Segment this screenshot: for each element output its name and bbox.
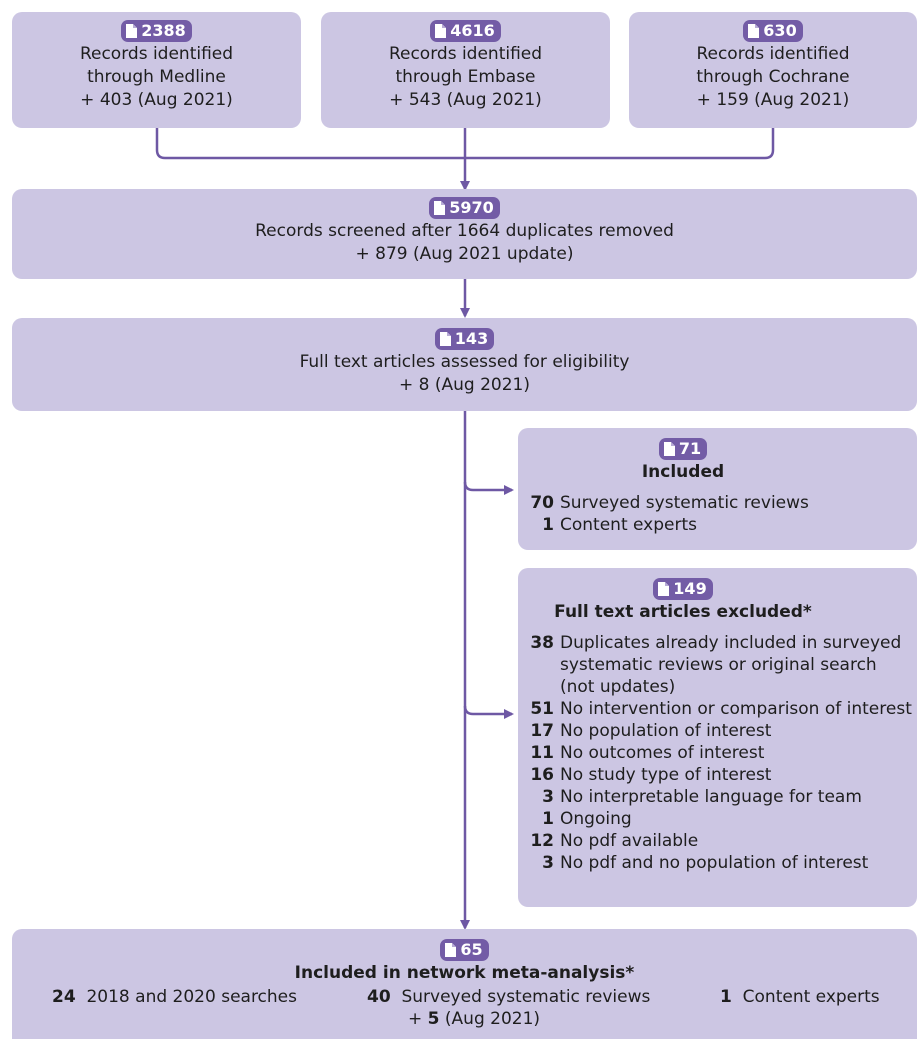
document-icon (658, 582, 670, 596)
excluded-item-label: (not updates) (560, 677, 676, 697)
fulltext-box: 143 Full text articles assessed for elig… (12, 318, 917, 411)
nma-col-label: Content experts (742, 987, 880, 1007)
document-icon (439, 332, 451, 346)
nma-col-count: 1 (720, 987, 732, 1007)
excluded-item-count: 1 (542, 809, 554, 829)
update-count: 5 (427, 1009, 440, 1029)
document-icon (663, 442, 675, 456)
included-badge: 71 (658, 438, 708, 460)
screened-box: 5970 Records screened after 1664 duplica… (12, 189, 917, 279)
source-line-2: through Medline (87, 67, 226, 87)
excluded-item-count: 17 (530, 721, 554, 741)
excluded-item-label: No pdf available (560, 831, 699, 851)
excluded-item-label: No interpretable language for team (560, 787, 862, 807)
excluded-item-count: 3 (542, 787, 554, 807)
records-count: 630 (763, 21, 797, 40)
source-line-2: through Cochrane (696, 67, 850, 87)
fulltext-badge: 143 (434, 328, 495, 350)
excluded-count: 149 (673, 579, 707, 598)
nma-box: 65 Included in network meta-analysis* 24… (12, 929, 917, 1039)
document-icon (445, 943, 457, 957)
records-badge: 4616 (430, 20, 501, 42)
records-badge: 630 (743, 20, 803, 42)
excluded-item-label: No study type of interest (560, 765, 772, 785)
included-item-count: 1 (542, 515, 554, 535)
excluded-item-label: No population of interest (560, 721, 772, 741)
nma-title: Included in network meta-analysis* (294, 963, 635, 983)
document-icon (435, 24, 447, 38)
fulltext-update: + 8 (Aug 2021) (399, 375, 530, 395)
excluded-box: 149 Full text articles excluded* 38 Dupli… (518, 568, 917, 907)
screened-update: + 879 (Aug 2021 update) (355, 244, 574, 264)
excluded-item-label: systematic reviews or original search (560, 655, 877, 675)
source-update: + 403 (Aug 2021) (80, 90, 233, 110)
screened-count: 5970 (449, 198, 494, 217)
source-box-cochrane: 630 Records identified through Cochrane … (629, 12, 917, 128)
document-icon (126, 24, 138, 38)
document-icon (748, 24, 760, 38)
source-line-2: through Embase (395, 67, 536, 87)
nma-col-label: 2018 and 2020 searches (86, 987, 297, 1007)
nma-col-count: 24 (52, 987, 76, 1007)
source-update: + 159 (Aug 2021) (696, 90, 850, 110)
excluded-item-label: No intervention or comparison of interes… (560, 699, 912, 719)
records-count: 4616 (450, 21, 495, 40)
source-line-1: Records identified (388, 44, 543, 64)
nma-col-reviews-update: + 5 (Aug 2021) (408, 1008, 540, 1030)
source-line-1: Records identified (79, 44, 234, 64)
source-update: + 543 (Aug 2021) (389, 90, 542, 110)
screened-badge: 5970 (429, 197, 500, 219)
nma-col-experts: 1 Content experts (720, 986, 880, 1008)
nma-col-searches: 24 2018 and 2020 searches (52, 986, 297, 1008)
excluded-item-label: No pdf and no population of interest (560, 853, 869, 873)
included-item-label: Surveyed systematic reviews (560, 493, 809, 513)
included-box: 71 Included 70 Surveyed systematic review… (518, 428, 917, 550)
excluded-badge: 149 (653, 578, 713, 600)
records-count: 2388 (141, 21, 186, 40)
excluded-item-count: 38 (530, 633, 554, 653)
included-item-count: 70 (530, 493, 554, 513)
excluded-item-count: 51 (530, 699, 554, 719)
document-icon (434, 201, 446, 215)
excluded-item-label: Duplicates already included in surveyed (560, 633, 902, 653)
source-box-embase: 4616 Records identified through Embase +… (321, 12, 610, 128)
excluded-item-count: 3 (542, 853, 554, 873)
excluded-title: Full text articles excluded* (554, 602, 812, 622)
records-badge: 2388 (121, 20, 192, 42)
update-suffix: (Aug 2021) (439, 1009, 541, 1029)
excluded-item-count: 12 (530, 831, 554, 851)
nma-col-count: 40 (367, 987, 391, 1007)
included-title: Included (641, 462, 725, 482)
nma-badge: 65 (440, 939, 489, 961)
fulltext-count: 143 (454, 329, 489, 348)
included-item-label: Content experts (560, 515, 697, 535)
excluded-item-label: Ongoing (560, 809, 632, 829)
excluded-item-label: No outcomes of interest (560, 743, 765, 763)
update-prefix: + (408, 1009, 428, 1029)
screened-text: Records screened after 1664 duplicates r… (255, 221, 674, 241)
source-box-medline: 2388 Records identified through Medline … (12, 12, 301, 128)
nma-count: 65 (460, 940, 483, 959)
nma-col-label: Surveyed systematic reviews (401, 987, 651, 1007)
included-count: 71 (678, 439, 702, 458)
excluded-item-count: 11 (530, 743, 554, 763)
excluded-item-count: 16 (530, 765, 554, 785)
nma-col-reviews: 40 Surveyed systematic reviews (367, 986, 650, 1008)
source-line-1: Records identified (696, 44, 850, 64)
fulltext-text: Full text articles assessed for eligibil… (299, 352, 630, 372)
